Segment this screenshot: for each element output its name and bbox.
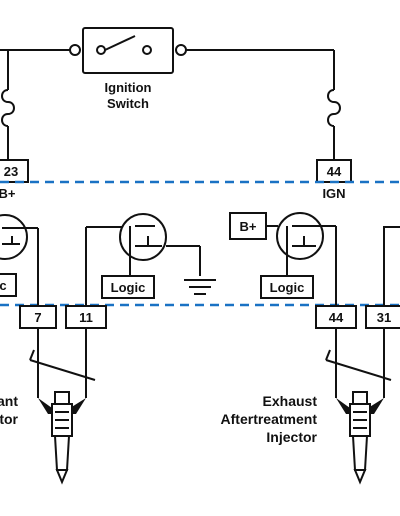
pin-11: 11 [79, 310, 93, 325]
logic-right-label: Logic [270, 280, 305, 295]
pin-7: 7 [34, 310, 41, 325]
logic-left-box [0, 273, 17, 297]
left-injector-label-line1: ant [0, 393, 18, 409]
logic-middle-box [101, 275, 155, 299]
bplus-label: B+ [240, 219, 257, 234]
right-injector-label-line3: Injector [266, 429, 317, 445]
right-injector-label-line2: Aftertreatment [221, 411, 318, 427]
pin-23-label: B+ [0, 186, 16, 201]
right-injector-label-line1: Exhaust [263, 393, 318, 409]
pin-44-ign-label: IGN [322, 186, 345, 201]
middle-transistor [85, 213, 201, 305]
right-transistor [266, 212, 337, 305]
logic-right-box [260, 275, 314, 299]
bplus-box [229, 212, 267, 240]
ignition-switch: Ignition Switch [0, 27, 335, 111]
pin-44-ign: 44 [327, 164, 342, 179]
right-injector-icon [325, 328, 392, 485]
left-injector-label-line2: ctor [0, 411, 19, 427]
pin-23: 23 [4, 164, 18, 179]
left-injector-icon [29, 328, 96, 485]
left-fuse [1, 50, 15, 160]
switch-label-line1: Ignition [105, 80, 152, 95]
left-transistor [0, 214, 39, 305]
logic-middle-label: Logic [111, 280, 146, 295]
switch-label-line2: Switch [107, 96, 149, 111]
ground-icon [184, 279, 216, 295]
logic-left-label: c [0, 278, 7, 293]
right-fuse [327, 89, 341, 160]
pin-44: 44 [329, 310, 344, 325]
pin-23-box [0, 159, 29, 183]
right-edge-wire [383, 226, 400, 305]
pin-31: 31 [377, 310, 391, 325]
